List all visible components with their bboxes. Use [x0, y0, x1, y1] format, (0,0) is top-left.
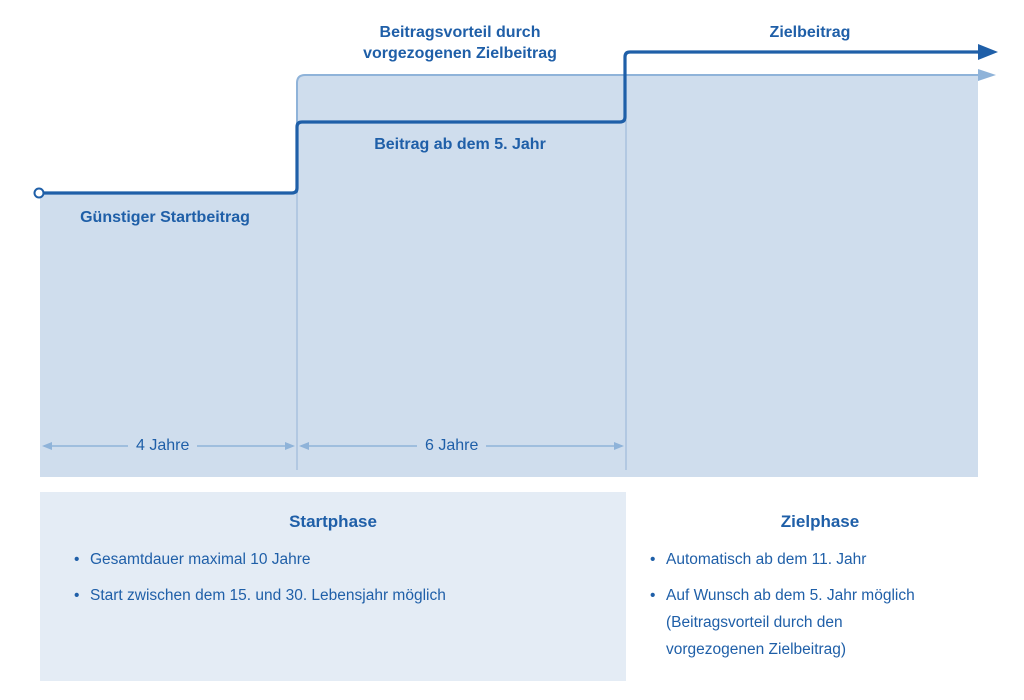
contribution-step-line — [43, 50, 982, 195]
start-phase-bullet: Start zwischen dem 15. und 30. Lebensjah… — [74, 584, 592, 607]
advantage-arrowhead — [978, 69, 996, 81]
goal-phase-bullet-text: vorgezogenen Zielbeitrag) — [666, 641, 847, 658]
duration-arrow-2-right — [614, 442, 624, 450]
start-point-marker — [33, 187, 45, 199]
base-area — [40, 193, 978, 477]
start-contribution-label: Günstiger Startbeitrag — [80, 209, 250, 226]
target-arrowhead — [978, 44, 998, 60]
duration-arrow-2-left — [299, 442, 309, 450]
advantage-outline — [296, 74, 982, 193]
contribution-diagram — [33, 44, 998, 477]
goal-phase-bullet-text: (Beitragsvorteil durch den — [666, 614, 843, 631]
contribution-year5-label: Beitrag ab dem 5. Jahr — [374, 136, 546, 153]
start-phase-panel: Startphase Gesamtdauer maximal 10 Jahre … — [40, 492, 626, 681]
target-contribution-label: Zielbeitrag — [769, 24, 851, 41]
goal-phase-panel: Zielphase Automatisch ab dem 11. Jahr Au… — [626, 492, 1024, 681]
goal-phase-bullet: Auf Wunsch ab dem 5. Jahr möglich (Beitr… — [650, 584, 1014, 661]
duration-label-6-years: 6 Jahre — [417, 437, 487, 455]
goal-phase-bullet-text: Auf Wunsch ab dem 5. Jahr möglich — [666, 587, 915, 604]
duration-arrow-1-right — [285, 442, 295, 450]
contribution-advantage-label: Beitragsvorteil durch vorgezogenen Zielb… — [363, 24, 557, 62]
start-phase-bullets: Gesamtdauer maximal 10 Jahre Start zwisc… — [74, 548, 592, 607]
duration-label-4-years: 4 Jahre — [128, 437, 198, 455]
start-phase-bullet: Gesamtdauer maximal 10 Jahre — [74, 548, 592, 571]
advantage-area — [297, 75, 978, 193]
start-phase-title: Startphase — [289, 512, 377, 531]
goal-phase-bullets: Automatisch ab dem 11. Jahr Auf Wunsch a… — [650, 548, 1014, 661]
goal-phase-title: Zielphase — [780, 512, 860, 531]
goal-phase-bullet: Automatisch ab dem 11. Jahr — [650, 548, 1014, 571]
duration-arrow-1-left — [42, 442, 52, 450]
